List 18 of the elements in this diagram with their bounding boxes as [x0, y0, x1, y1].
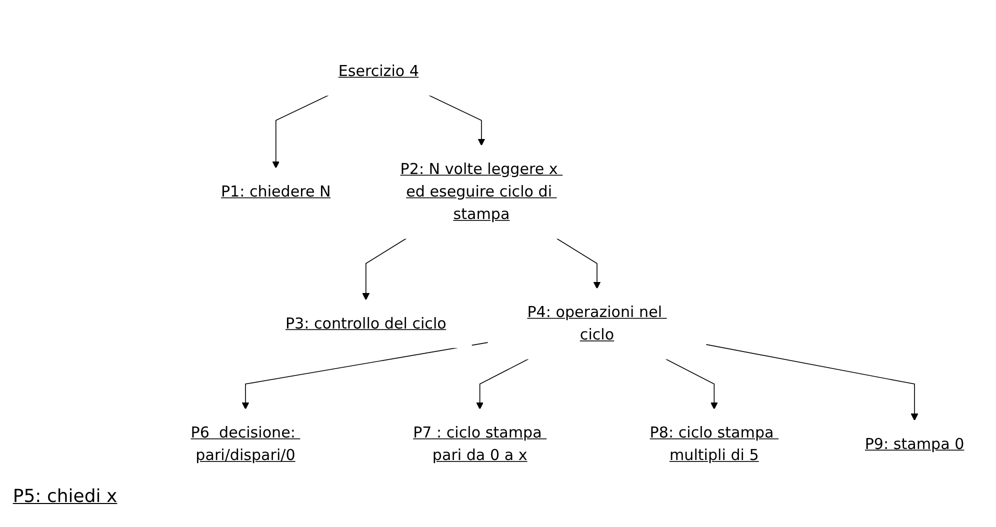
arrow: [664, 358, 718, 410]
node-text: P8: ciclo stampa multipli di 5: [650, 424, 774, 464]
node-text: P6 decisione: pari/dispari/0: [190, 424, 296, 464]
arrow: [242, 342, 489, 410]
arrow: [428, 94, 486, 146]
node-text: Esercizio 4: [338, 62, 419, 80]
node-text: P3: controllo del ciclo: [285, 314, 446, 333]
step-label: P5: chiedi x: [12, 486, 118, 507]
node-text: P9: stampa 0: [864, 435, 964, 454]
arrow: [556, 238, 601, 289]
arrow: [705, 344, 918, 421]
arrow: [362, 238, 407, 300]
arrow: [476, 358, 530, 410]
arrow: [272, 94, 330, 168]
node-text: P7 : ciclo stampa pari da 0 a x: [413, 424, 542, 464]
node-text: P2: N volte leggere x ed eseguire ciclo di stampa: [400, 160, 558, 224]
node-text: P4: operazioni nel ciclo: [527, 304, 662, 344]
node-text: P1: chiedere N: [220, 183, 331, 201]
